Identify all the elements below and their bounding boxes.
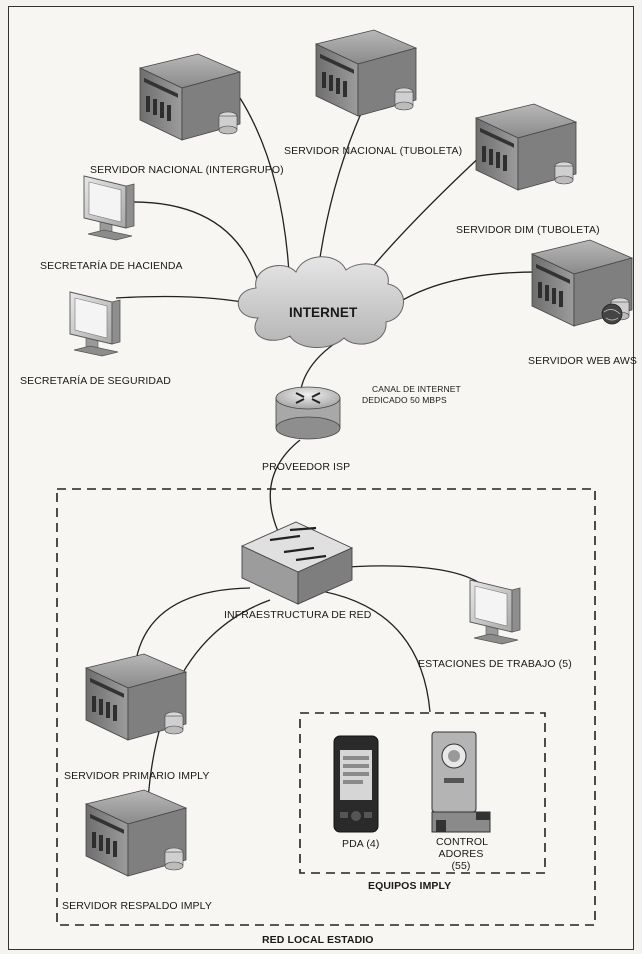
label-servidor-respaldo: SERVIDOR RESPALDO IMPLY xyxy=(62,900,212,912)
link-switch-imply xyxy=(299,587,431,713)
server-primario-icon xyxy=(85,653,187,741)
network-switch-icon xyxy=(240,521,354,605)
monitor-seguridad-icon xyxy=(69,291,121,357)
label-servidor-dim-tuboleta: SERVIDOR DIM (TUBOLETA) xyxy=(456,224,600,236)
server-intergrupo-icon xyxy=(139,53,241,141)
label-canal-line2: DEDICADO 50 MBPS xyxy=(362,395,447,405)
label-infraestructura-red: INFRAESTRUCTURA DE RED xyxy=(224,609,372,621)
server-aws-icon xyxy=(531,239,633,327)
link-switch-primario xyxy=(135,587,251,661)
pda-icon xyxy=(333,735,379,833)
label-servidor-primario: SERVIDOR PRIMARIO IMPLY xyxy=(64,770,210,782)
monitor-estaciones-icon xyxy=(469,579,521,645)
label-control-line3: (55) xyxy=(451,860,471,872)
server-respaldo-icon xyxy=(85,789,187,877)
label-equipos-imply: EQUIPOS IMPLY xyxy=(368,880,452,892)
label-servidor-nacional-tuboleta: SERVIDOR NACIONAL (TUBOLETA) xyxy=(284,145,463,157)
internet-cloud-icon xyxy=(237,256,404,349)
link-switch-respaldo xyxy=(147,599,271,801)
link-aws xyxy=(377,271,549,319)
label-proveedor-isp: PROVEEDOR ISP xyxy=(262,461,351,473)
label-secretaria-hacienda: SECRETARÍA DE HACIENDA xyxy=(40,260,183,272)
router-icon xyxy=(275,386,341,440)
label-internet: INTERNET xyxy=(289,305,358,320)
label-servidor-nacional-intergrupo: SERVIDOR NACIONAL (INTERGRUPO) xyxy=(90,164,284,176)
label-estaciones-trabajo: ESTACIONES DE TRABAJO (5) xyxy=(418,658,572,670)
monitor-hacienda-icon xyxy=(83,175,135,241)
equipos-imply-boundary xyxy=(299,712,546,874)
label-control-line2: ADORES xyxy=(438,848,484,860)
link-hacienda xyxy=(127,201,263,297)
link-switch-estaciones xyxy=(329,565,479,583)
server-tuboleta-icon xyxy=(315,29,417,117)
server-dim-icon xyxy=(475,103,577,191)
red-local-boundary xyxy=(56,488,596,926)
label-canal-line1: CANAL DE INTERNET xyxy=(372,384,461,394)
link-intergrupo xyxy=(239,97,291,291)
label-pda: PDA (4) xyxy=(342,838,380,850)
label-red-local-estadio: RED LOCAL ESTADIO xyxy=(262,934,374,946)
access-controller-icon xyxy=(431,731,491,833)
label-servidor-web-aws: SERVIDOR WEB AWS xyxy=(528,355,637,367)
label-secretaria-seguridad: SECRETARÍA DE SEGURIDAD xyxy=(20,375,171,387)
label-control-line1: CONTROL xyxy=(436,836,489,848)
